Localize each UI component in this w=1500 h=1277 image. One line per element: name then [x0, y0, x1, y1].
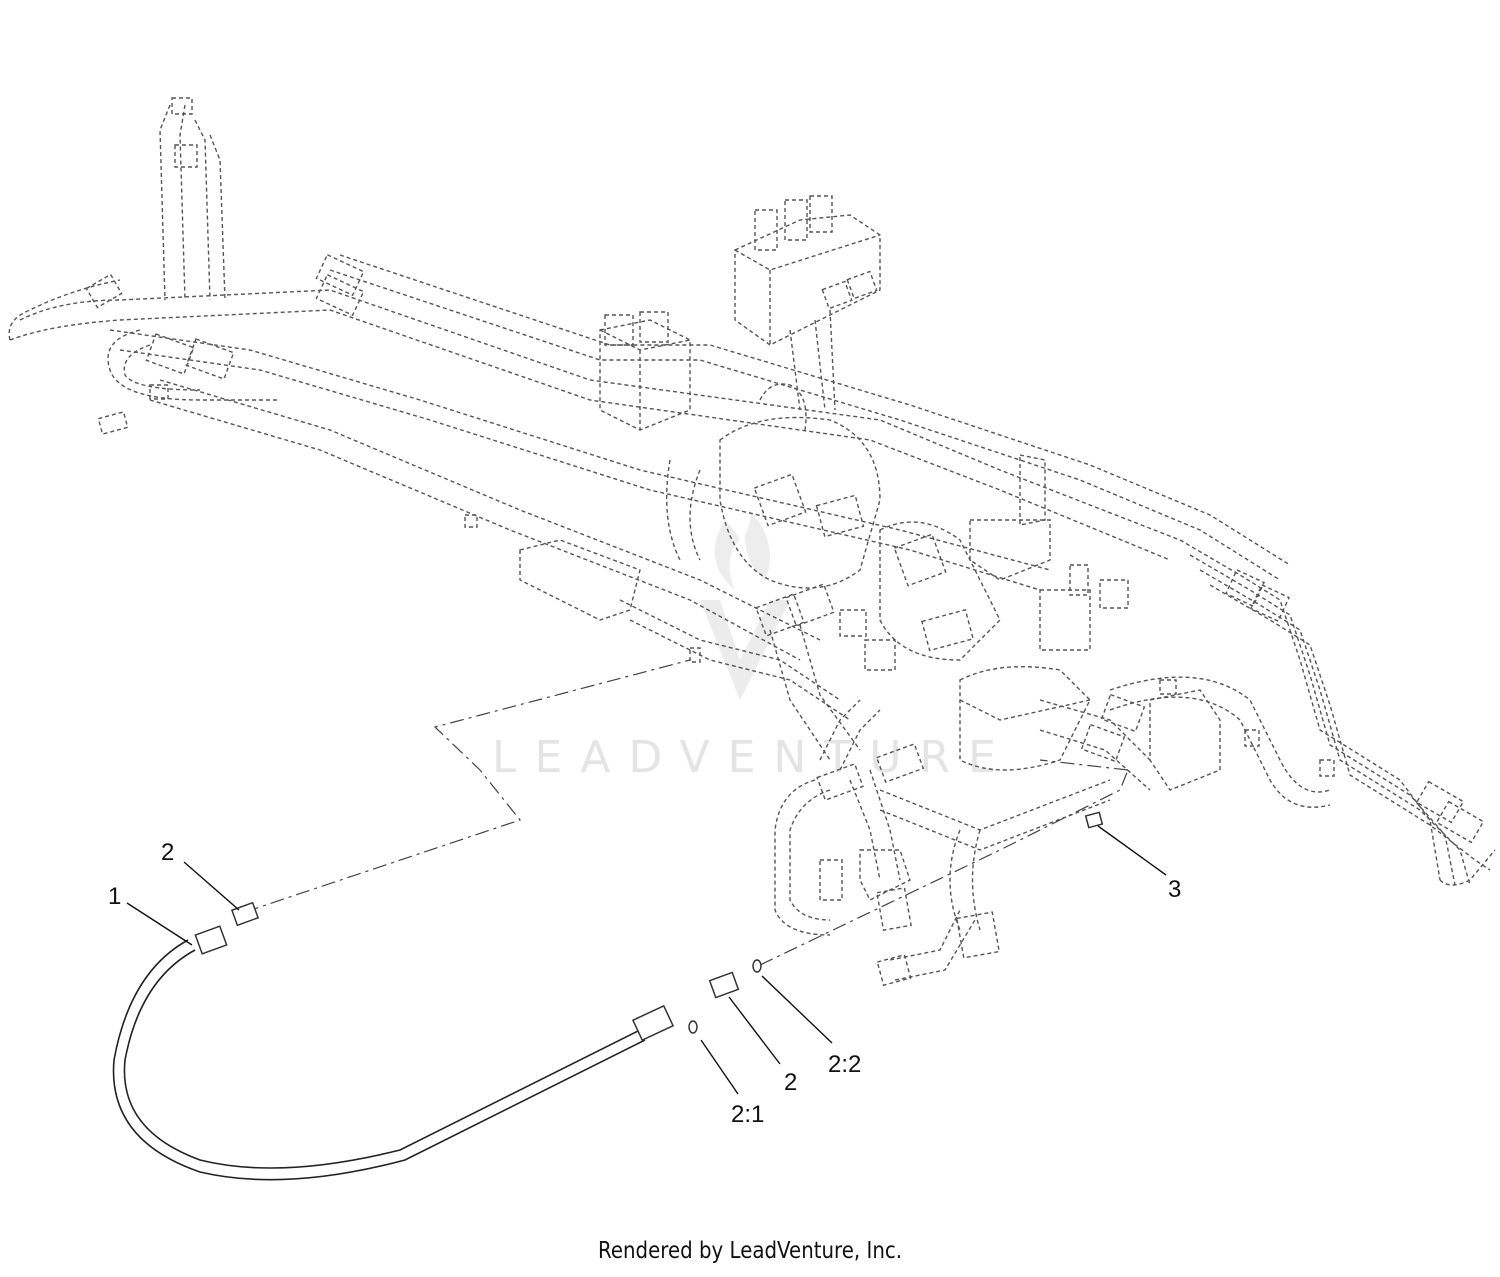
footer-credit: Rendered by LeadVenture, Inc.: [597, 1238, 903, 1264]
watermark-flame: [714, 510, 770, 590]
leader-lines: [126, 825, 1167, 1095]
callout-2-lower: 2: [784, 1069, 797, 1096]
callout-1: 1: [108, 883, 121, 910]
o-ring-2-2[interactable]: [752, 959, 762, 973]
o-ring-2-1[interactable]: [688, 1020, 698, 1034]
callout-2-2: 2:2: [828, 1051, 861, 1078]
callout-2-1: 2:1: [731, 1101, 764, 1128]
fitting-3[interactable]: [1084, 811, 1104, 829]
callout-3: 3: [1168, 876, 1181, 903]
callout-2-upper: 2: [161, 839, 174, 866]
watermark: LEADVENTURE: [492, 510, 1014, 783]
watermark-logo: [700, 600, 790, 700]
assembly-guide-lines: [244, 659, 1129, 966]
hydraulic-assembly: [8, 97, 1496, 987]
hose-assembly-1[interactable]: [112, 925, 675, 1181]
fitting-2-lower[interactable]: [708, 971, 740, 999]
fitting-2-upper[interactable]: [230, 901, 260, 927]
watermark-text: LEADVENTURE: [492, 732, 1014, 783]
callout-labels: 1 2 2 2:1 2:2 3: [108, 839, 1181, 1128]
